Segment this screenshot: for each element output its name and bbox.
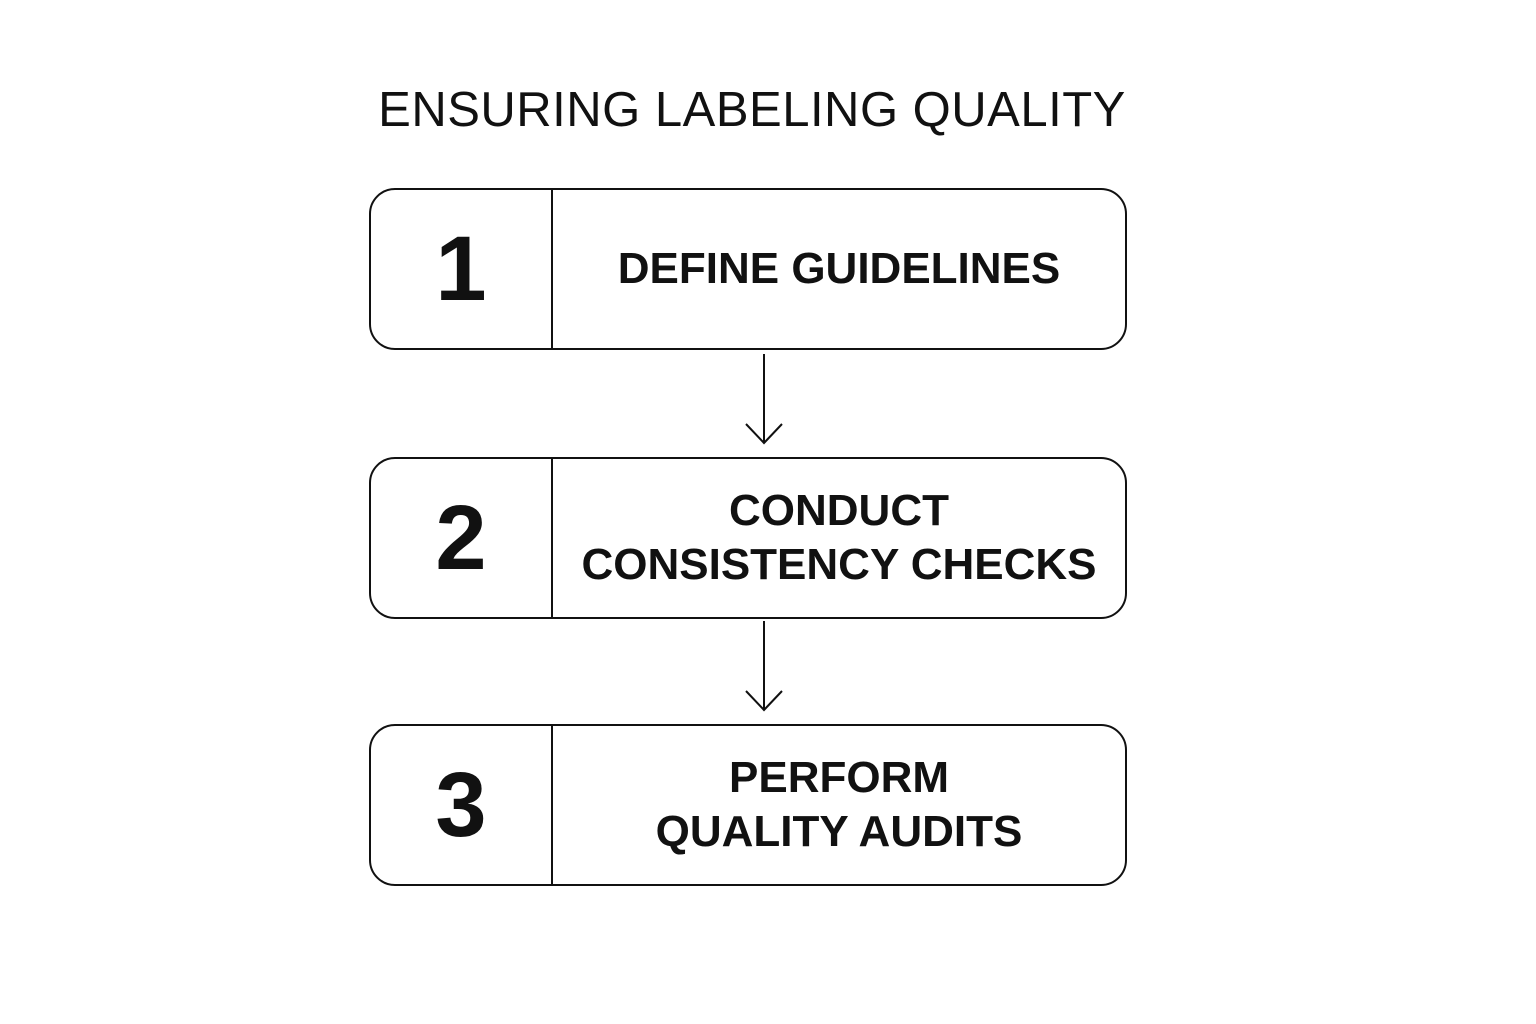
step-label-3-line-2: QUALITY AUDITS	[655, 807, 1023, 856]
step-label-1-line-1: DEFINE GUIDELINES	[617, 244, 1061, 293]
step-box-2: 2 CONDUCT CONSISTENCY CHECKS	[369, 457, 1127, 619]
step-number-3: 3	[371, 726, 553, 884]
step-label-1: DEFINE GUIDELINES	[553, 190, 1125, 348]
step-label-3: PERFORM QUALITY AUDITS	[553, 726, 1125, 884]
step-label-2: CONDUCT CONSISTENCY CHECKS	[553, 459, 1125, 617]
step-label-3-line-1: PERFORM	[729, 753, 949, 802]
arrow-down-icon	[745, 621, 783, 712]
step-number-1: 1	[371, 190, 553, 348]
arrow-down-icon	[745, 354, 783, 445]
step-number-2: 2	[371, 459, 553, 617]
step-box-1: 1 DEFINE GUIDELINES	[369, 188, 1127, 350]
step-box-3: 3 PERFORM QUALITY AUDITS	[369, 724, 1127, 886]
diagram-title: ENSURING LABELING QUALITY	[378, 83, 1126, 137]
step-label-2-line-2: CONSISTENCY CHECKS	[581, 540, 1097, 589]
step-label-2-line-1: CONDUCT	[729, 486, 949, 535]
